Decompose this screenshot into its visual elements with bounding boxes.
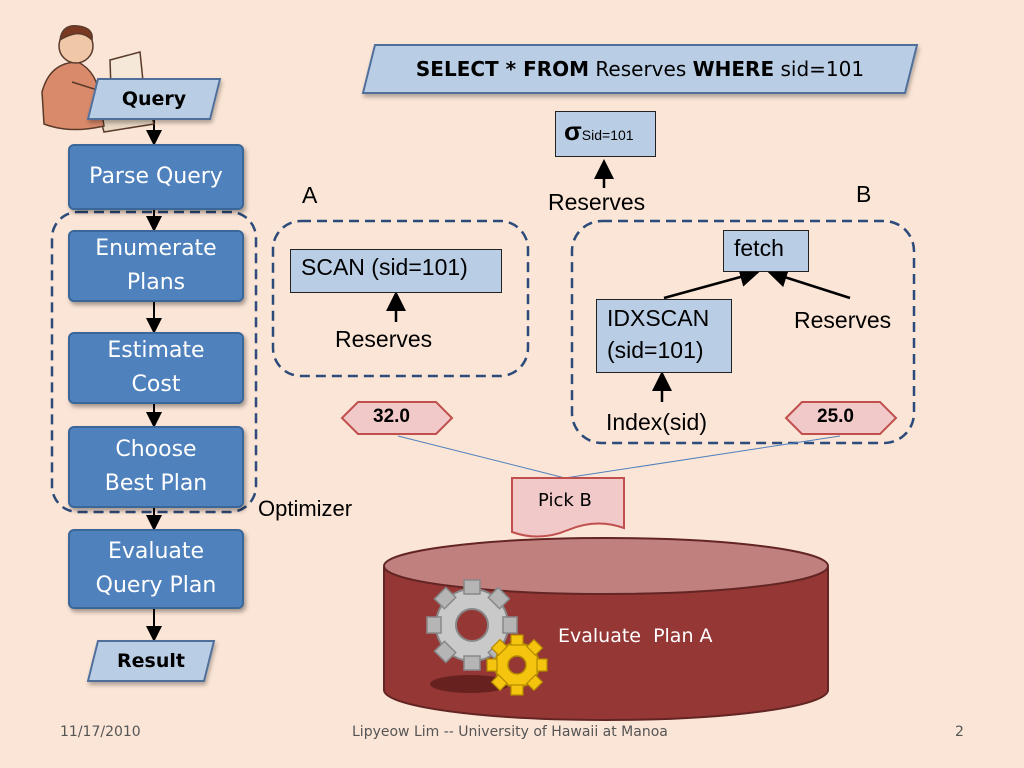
result-label: Result bbox=[117, 650, 185, 672]
sql-query-banner: SELECT * FROM Reserves WHERE sid=101 bbox=[361, 44, 919, 94]
plan-b-label: B bbox=[856, 181, 872, 207]
footer-page-number: 2 bbox=[955, 724, 964, 740]
result-output: Result bbox=[86, 640, 216, 682]
gears-icon bbox=[426, 579, 548, 696]
cost-a-line bbox=[397, 435, 566, 479]
gear-shadow bbox=[430, 675, 510, 693]
step-label: Enumerate bbox=[95, 236, 217, 261]
fetch-left-arrow bbox=[663, 267, 760, 300]
pick-label: Pick B bbox=[538, 490, 592, 511]
step-label: Query Plan bbox=[95, 573, 217, 598]
idxscan-operator: IDXSCAN (sid=101) bbox=[596, 299, 732, 373]
enumerate-plans-step: Enumerate Plans bbox=[68, 230, 244, 302]
plan-a-label: A bbox=[302, 182, 318, 208]
idxscan-line2: (sid=101) bbox=[607, 337, 704, 363]
step-label: Choose bbox=[115, 437, 197, 462]
optimizer-label: Optimizer bbox=[258, 496, 353, 521]
plan-a-region bbox=[271, 219, 530, 378]
sigma-symbol: σ bbox=[564, 116, 582, 146]
step-label: Parse Query bbox=[89, 164, 223, 189]
sigma-subscript: Sid=101 bbox=[581, 127, 634, 143]
plan-a-input: Reserves bbox=[335, 326, 433, 352]
estimate-cost-step: Estimate Cost bbox=[68, 332, 244, 404]
footer-author: Lipyeow Lim -- University of Hawaii at M… bbox=[352, 724, 668, 740]
step-label: Estimate bbox=[107, 338, 205, 363]
query-label: Query bbox=[121, 88, 187, 110]
fetch-operator: fetch bbox=[723, 230, 809, 272]
footer-date: 11/17/2010 bbox=[60, 724, 141, 740]
pick-document bbox=[511, 477, 625, 538]
cost-badge-b bbox=[784, 401, 898, 435]
step-label: Plans bbox=[126, 270, 186, 295]
engine-cylinder-top bbox=[383, 537, 829, 595]
plan-b-cost: 25.0 bbox=[817, 406, 854, 427]
cost-badge-a bbox=[340, 401, 454, 435]
plan-b-reserves: Reserves bbox=[794, 307, 892, 333]
where-condition: sid=101 bbox=[780, 57, 865, 81]
choose-best-plan-step: Choose Best Plan bbox=[68, 426, 244, 508]
plan-b-index: Index(sid) bbox=[606, 409, 707, 435]
engine-label: Evaluate Plan A bbox=[558, 625, 713, 647]
step-label: Cost bbox=[131, 372, 181, 397]
evaluate-query-plan-step: Evaluate Query Plan bbox=[68, 529, 244, 609]
step-label: Evaluate bbox=[107, 539, 205, 564]
fetch-right-arrow bbox=[767, 268, 851, 300]
query-input: Query bbox=[86, 78, 222, 120]
step-label: Best Plan bbox=[104, 471, 208, 496]
plan-a-cost: 32.0 bbox=[373, 406, 410, 427]
plan-b-region bbox=[570, 219, 916, 445]
table-name: Reserves bbox=[595, 57, 687, 81]
cost-b-line bbox=[564, 435, 841, 479]
idxscan-line1: IDXSCAN bbox=[607, 305, 710, 331]
logical-input: Reserves bbox=[548, 189, 646, 215]
select-keyword: SELECT * FROM bbox=[415, 57, 590, 81]
selection-operator: σSid=101 bbox=[555, 111, 656, 157]
parse-query-step: Parse Query bbox=[68, 144, 244, 210]
where-keyword: WHERE bbox=[692, 57, 775, 81]
scan-operator: SCAN (sid=101) bbox=[290, 249, 502, 293]
